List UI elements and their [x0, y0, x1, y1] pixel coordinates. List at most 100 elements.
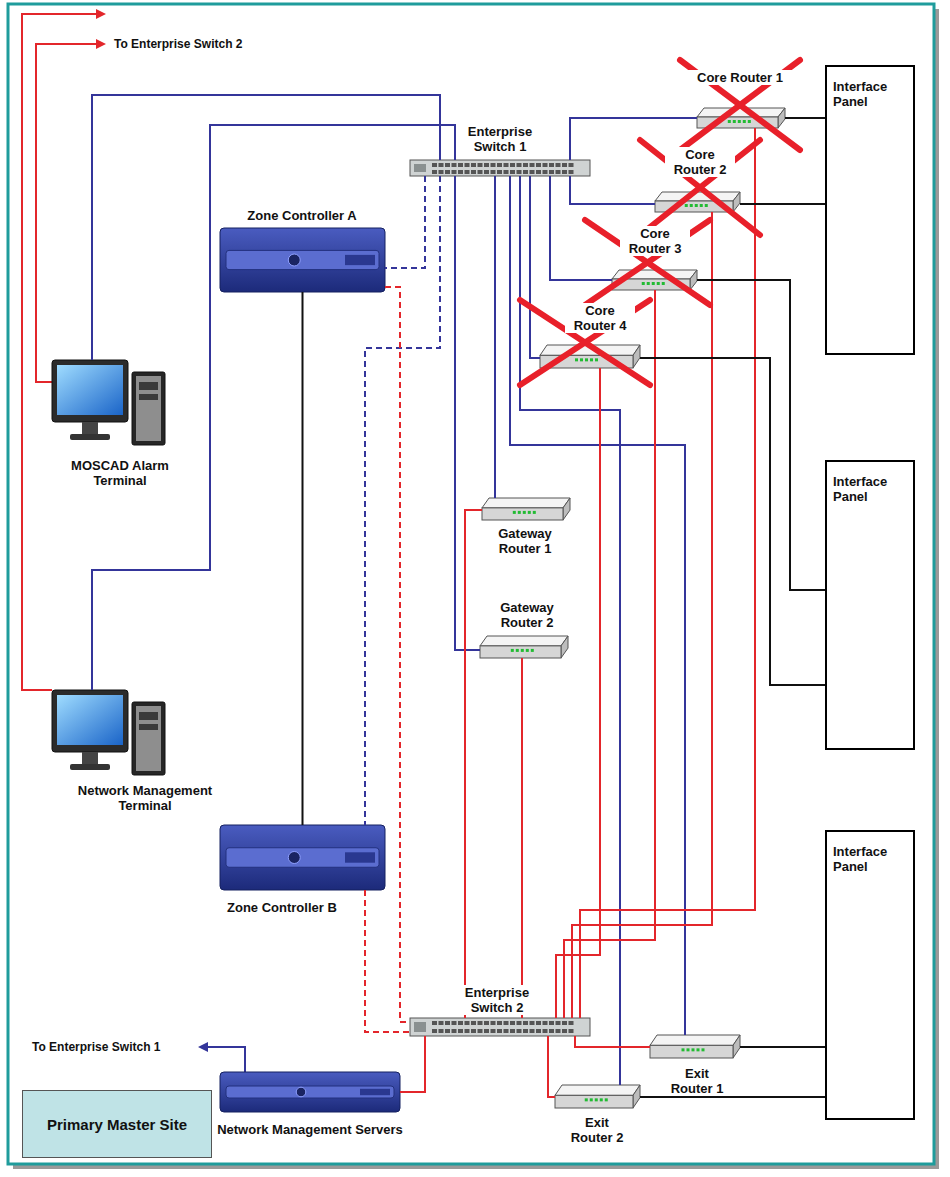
switch-icon [549, 1029, 554, 1033]
site-frame [8, 4, 934, 1164]
switch-icon [484, 170, 489, 174]
switch-icon [458, 170, 463, 174]
router-icon [480, 646, 561, 658]
switch-icon [523, 1029, 528, 1033]
terminal-icon [70, 764, 110, 770]
server-icon [220, 825, 385, 890]
switch-icon [530, 1029, 535, 1033]
switch-icon [478, 1029, 483, 1033]
interface-panel: Interface Panel [825, 460, 915, 750]
switch-icon [562, 1029, 567, 1033]
router-icon [700, 204, 703, 207]
switch-icon [410, 1018, 590, 1036]
router-icon [513, 511, 516, 514]
switch-icon [414, 164, 426, 172]
router-icon [657, 282, 660, 285]
terminal-icon [82, 422, 98, 434]
switch-icon [478, 170, 483, 174]
failure-mark [520, 300, 650, 385]
router-icon [655, 192, 740, 201]
switch-icon: Enterprise Switch 1 [410, 160, 590, 176]
link-label: To Enterprise Switch 1 [30, 1040, 162, 1054]
switch-icon [504, 170, 509, 174]
switch-icon [543, 170, 548, 174]
panel-label: Interface Panel [827, 462, 913, 504]
switch-icon [465, 1021, 470, 1025]
network-link [455, 176, 480, 650]
router-icon [482, 498, 570, 508]
switch-icon [530, 170, 535, 174]
switch-icon [543, 1021, 548, 1025]
terminal-icon [136, 706, 161, 771]
failure-mark [585, 220, 710, 305]
network-link [570, 176, 655, 204]
server-icon [226, 250, 379, 269]
switch-icon [465, 163, 470, 167]
switch-icon [556, 170, 561, 174]
switch-icon [432, 163, 437, 167]
switch-icon [452, 163, 457, 167]
switch-icon [471, 1021, 476, 1025]
router-icon [690, 270, 697, 290]
failure-mark [680, 60, 800, 150]
router-icon: Core Router 1 [697, 108, 785, 128]
network-link [302, 292, 304, 825]
network-link [640, 358, 825, 685]
router-icon [511, 649, 514, 652]
network-link [365, 176, 440, 825]
switch-icon [458, 1029, 463, 1033]
switch-icon [569, 170, 574, 174]
switch-icon [562, 163, 567, 167]
terminal-icon: MOSCAD Alarm Terminal [52, 360, 165, 445]
switch-icon [439, 1029, 444, 1033]
router-icon [521, 649, 524, 652]
off-page-link [22, 14, 245, 1072]
device-label: Core Router 2 [665, 147, 735, 177]
terminal-icon [139, 724, 158, 730]
failure-mark [640, 140, 760, 235]
terminal-icon [52, 360, 128, 422]
switch-icon [569, 1029, 574, 1033]
switch-icon [478, 163, 483, 167]
network-link [494, 176, 496, 498]
router-icon [650, 1035, 740, 1058]
terminal-icon [82, 752, 98, 764]
router-icon [647, 282, 650, 285]
site-frame [8, 4, 939, 1169]
site-tag: Primary Master Site [22, 1090, 212, 1158]
router-icon [685, 204, 688, 207]
router-icon: Core Router 3 [612, 270, 697, 290]
server-icon [226, 1086, 394, 1098]
router-icon: Exit Router 2 [555, 1085, 640, 1108]
router-icon [682, 1048, 685, 1051]
switch-icon [439, 163, 444, 167]
switch-icon [465, 1029, 470, 1033]
panel-label: Interface Panel [827, 67, 913, 109]
switch-icon [517, 163, 522, 167]
switch-icon [536, 170, 541, 174]
switch-icon [517, 1021, 522, 1025]
router-icon [733, 120, 736, 123]
router-icon [633, 345, 640, 368]
terminal-icon [57, 365, 123, 415]
router-icon: Gateway Router 1 [482, 498, 570, 520]
network-link [92, 95, 440, 360]
device-label: Enterprise Switch 1 [460, 124, 540, 154]
server-icon [288, 254, 300, 266]
terminal-icon [52, 690, 165, 775]
router-icon [585, 1098, 588, 1101]
router-icon [555, 1085, 640, 1095]
switch-icon [523, 163, 528, 167]
network-link [365, 890, 410, 1032]
failure-mark [585, 220, 710, 305]
failure-mark [680, 60, 800, 150]
failure-mark [680, 60, 800, 150]
router-icon [555, 1095, 633, 1108]
device-label: Zone Controller B [225, 900, 360, 915]
router-icon [705, 204, 708, 207]
server-icon [360, 1089, 390, 1095]
router-icon [652, 282, 655, 285]
router-icon [526, 649, 529, 652]
switch-icon [432, 170, 437, 174]
router-icon [650, 1045, 733, 1058]
